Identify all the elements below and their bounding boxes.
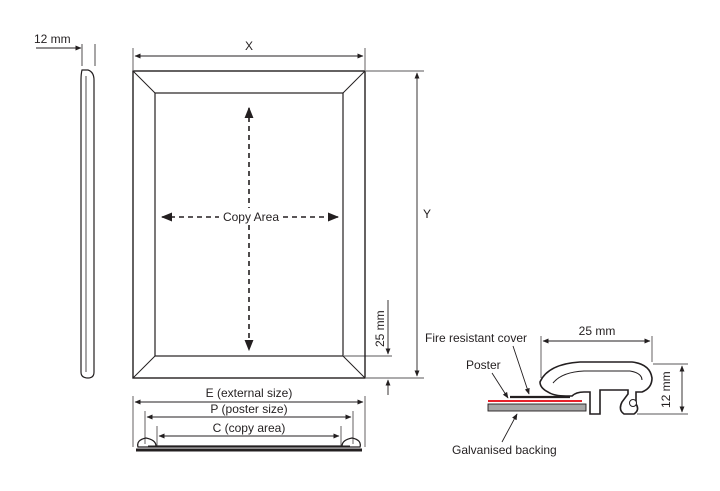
profile-width-label: 25 mm — [579, 324, 616, 338]
height-label: Y — [423, 207, 431, 221]
profile-height-label: 12 mm — [659, 371, 673, 408]
copy-label: C (copy area) — [213, 421, 286, 435]
profile-hinge — [629, 399, 637, 407]
backing-leader — [501, 413, 518, 443]
poster-label: P (poster size) — [210, 402, 287, 416]
bottom-view: E (external size) P (poster size) C (cop… — [132, 386, 366, 452]
frame-inner — [154, 92, 344, 357]
aluminium-profile — [539, 361, 653, 415]
frame-miter-tr — [342, 70, 366, 94]
side-depth-label: 12 mm — [34, 32, 71, 46]
side-view: 12 mm — [34, 32, 96, 379]
poster-callout-label: Poster — [466, 358, 501, 372]
side-profile — [80, 69, 95, 379]
front-view: Copy Area X Y 25 mm — [132, 39, 431, 395]
profile-section: 25 mm 12 mm Fire resistant cover Poster … — [425, 324, 688, 457]
width-label: X — [245, 39, 253, 53]
copy-area-label-bg — [219, 208, 283, 224]
frame-miter-bl — [132, 355, 156, 379]
backing-label: Galvanised backing — [452, 443, 557, 457]
galvanised-backing — [487, 403, 587, 412]
border-label: 25 mm — [373, 310, 387, 347]
cover-label: Fire resistant cover — [425, 331, 527, 345]
copy-area-label: Copy Area — [223, 210, 279, 224]
external-label: E (external size) — [206, 386, 293, 400]
aluminium-profile-inner — [552, 370, 643, 384]
frame-miter-tl — [132, 70, 156, 94]
frame-outer — [132, 70, 366, 379]
poster-leader — [491, 372, 509, 399]
cover-leader — [512, 345, 530, 395]
frame-miter-br — [342, 355, 366, 379]
